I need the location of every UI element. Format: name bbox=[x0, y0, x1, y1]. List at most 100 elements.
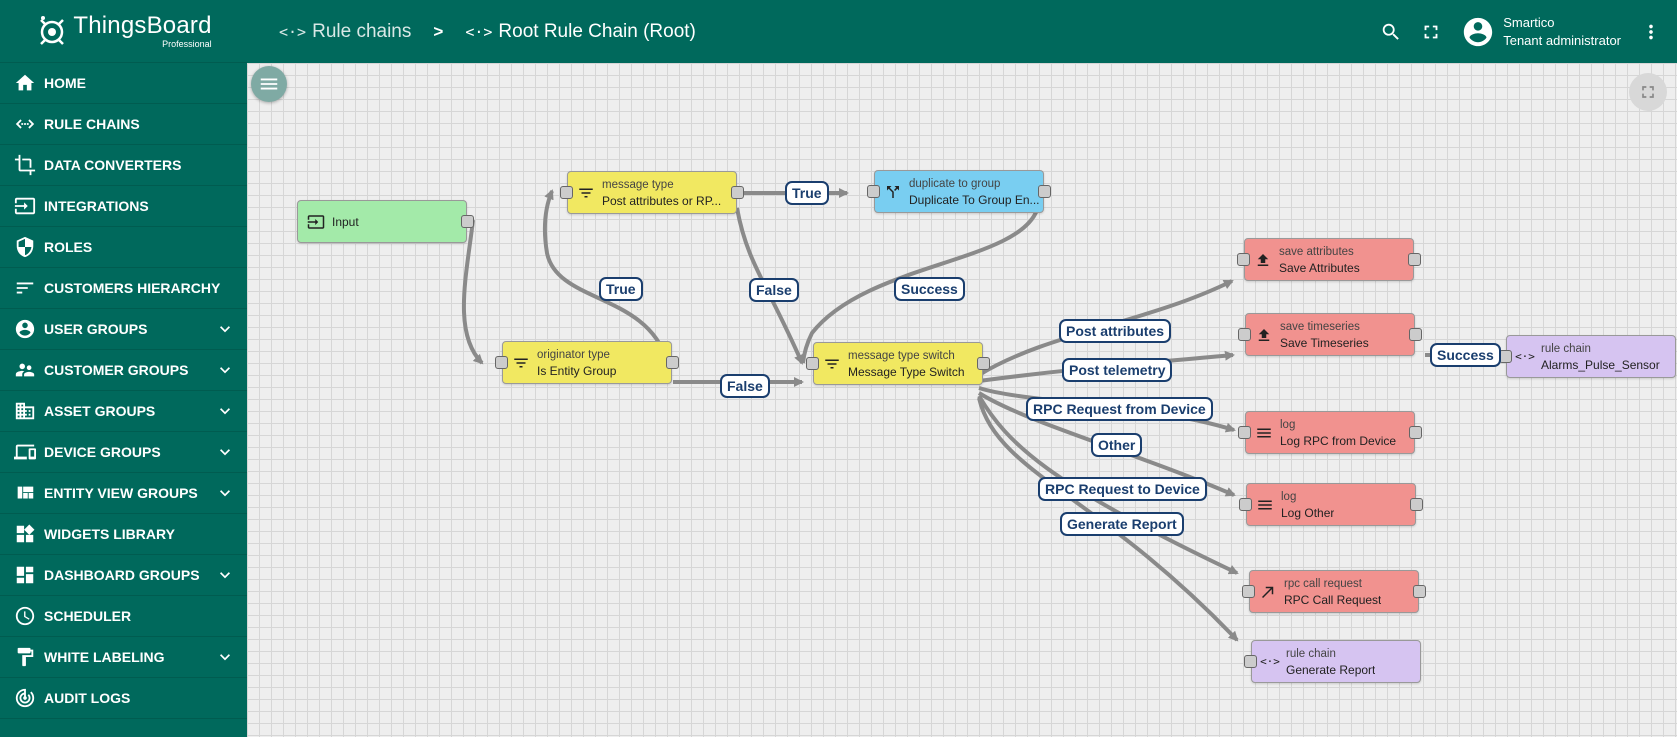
input-port[interactable] bbox=[495, 356, 508, 369]
input-port[interactable] bbox=[1239, 498, 1252, 511]
node-type: rule chain bbox=[1541, 342, 1591, 355]
widgets-icon bbox=[14, 523, 36, 545]
rule-node-input[interactable]: Input bbox=[297, 200, 474, 243]
rule-node-alarms-pulse-sensor[interactable]: <·> rule chain Alarms_Pulse_Sensor bbox=[1499, 335, 1676, 378]
node-type: log bbox=[1280, 418, 1296, 431]
sidebar-item-customers-hierarchy[interactable]: CUSTOMERS HIERARCHY bbox=[0, 268, 247, 309]
chevron-down-icon[interactable] bbox=[215, 319, 235, 339]
chevron-down-icon[interactable] bbox=[215, 360, 235, 380]
sidebar-item-label: USER GROUPS bbox=[44, 321, 148, 337]
sidebar-item-customer-groups[interactable]: CUSTOMER GROUPS bbox=[0, 350, 247, 391]
input-port[interactable] bbox=[1242, 585, 1255, 598]
breadcrumb-rule-chains[interactable]: <·> Rule chains bbox=[279, 21, 411, 43]
wire-originator-to-msgtype-true bbox=[542, 189, 669, 362]
rule-node-originator-type[interactable]: originator type Is Entity Group bbox=[495, 341, 679, 384]
rule-node-save-timeseries[interactable]: save timeseries Save Timeseries bbox=[1238, 313, 1422, 356]
sidebar-item-label: ASSET GROUPS bbox=[44, 403, 156, 419]
node-type: save attributes bbox=[1279, 245, 1354, 258]
sidebar-item-roles[interactable]: ROLES bbox=[0, 227, 247, 268]
sidebar-item-home[interactable]: HOME bbox=[0, 63, 247, 104]
edge-label-post-telemetry[interactable]: Post telemetry bbox=[1062, 358, 1173, 382]
sidebar-item-asset-groups[interactable]: ASSET GROUPS bbox=[0, 391, 247, 432]
sidebar-item-scheduler[interactable]: SCHEDULER bbox=[0, 596, 247, 637]
edge-label-false[interactable]: False bbox=[749, 278, 799, 302]
node-type: message type bbox=[602, 178, 674, 191]
sidebar-item-widgets-library[interactable]: WIDGETS LIBRARY bbox=[0, 514, 247, 555]
rule-node-rpc-call-request[interactable]: rpc call request RPC Call Request bbox=[1242, 570, 1426, 613]
edge-label-rpc-request-from-device[interactable]: RPC Request from Device bbox=[1026, 397, 1213, 421]
sidebar-item-data-converters[interactable]: DATA CONVERTERS bbox=[0, 145, 247, 186]
input-port[interactable] bbox=[867, 185, 880, 198]
user-menu[interactable]: Smartico Tenant administrator bbox=[1461, 14, 1621, 50]
node-name: Is Entity Group bbox=[537, 363, 617, 378]
edge-label-success[interactable]: Success bbox=[894, 277, 965, 301]
filter-icon bbox=[822, 355, 842, 373]
rule-node-log-other[interactable]: log Log Other bbox=[1239, 483, 1423, 526]
input-port[interactable] bbox=[1244, 655, 1257, 668]
edge-label-success[interactable]: Success bbox=[1430, 343, 1501, 367]
sidebar-item-white-labeling[interactable]: WHITE LABELING bbox=[0, 637, 247, 678]
output-port[interactable] bbox=[1038, 185, 1051, 198]
input-port[interactable] bbox=[1238, 328, 1251, 341]
output-port[interactable] bbox=[461, 215, 474, 228]
output-port[interactable] bbox=[731, 186, 744, 199]
rule-node-save-attributes[interactable]: save attributes Save Attributes bbox=[1237, 238, 1421, 281]
sidebar-item-device-groups[interactable]: DEVICE GROUPS bbox=[0, 432, 247, 473]
node-name: Generate Report bbox=[1286, 662, 1376, 677]
output-port[interactable] bbox=[1408, 253, 1421, 266]
sidebar-item-entity-view-groups[interactable]: ENTITY VIEW GROUPS bbox=[0, 473, 247, 514]
input-port[interactable] bbox=[1499, 350, 1512, 363]
logo[interactable]: ThingsBoard Professional bbox=[0, 0, 247, 63]
rule-node-duplicate-to-group[interactable]: duplicate to group Duplicate To Group En… bbox=[867, 170, 1051, 213]
sidebar-item-dashboard-groups[interactable]: DASHBOARD GROUPS bbox=[0, 555, 247, 596]
chevron-down-icon[interactable] bbox=[215, 442, 235, 462]
output-port[interactable] bbox=[977, 357, 990, 370]
filter-icon bbox=[511, 354, 531, 372]
edge-label-generate-report[interactable]: Generate Report bbox=[1060, 512, 1184, 536]
rule-chain-icon: <·> bbox=[1515, 350, 1535, 363]
edge-label-other[interactable]: Other bbox=[1091, 433, 1143, 457]
edge-label-true[interactable]: True bbox=[785, 181, 829, 205]
edge-label-false[interactable]: False bbox=[720, 374, 770, 398]
search-button[interactable] bbox=[1371, 12, 1411, 52]
rule-node-message-type-switch[interactable]: message type switch Message Type Switch bbox=[806, 342, 990, 385]
upload-icon bbox=[1253, 251, 1273, 269]
output-port[interactable] bbox=[1409, 328, 1422, 341]
output-port[interactable] bbox=[1410, 498, 1423, 511]
top-toolbar: <·> Rule chains > <·> Root Rule Chain (R… bbox=[247, 0, 1677, 63]
node-name: Save Attributes bbox=[1279, 260, 1360, 275]
chevron-down-icon[interactable] bbox=[215, 483, 235, 503]
wire-input-to-originator bbox=[461, 219, 484, 365]
input-port[interactable] bbox=[560, 186, 573, 199]
node-type: duplicate to group bbox=[909, 177, 1001, 190]
sidebar-item-user-groups[interactable]: USER GROUPS bbox=[0, 309, 247, 350]
chevron-down-icon[interactable] bbox=[215, 565, 235, 585]
crop-icon bbox=[14, 154, 36, 176]
rule-node-log-rpc[interactable]: log Log RPC from Device bbox=[1238, 411, 1422, 454]
input-icon bbox=[306, 213, 326, 231]
rule-node-menu-button[interactable] bbox=[251, 66, 287, 102]
input-port[interactable] bbox=[1237, 253, 1250, 266]
more-menu-button[interactable] bbox=[1631, 12, 1671, 52]
output-port[interactable] bbox=[1409, 426, 1422, 439]
sidebar-item-audit-logs[interactable]: AUDIT LOGS bbox=[0, 678, 247, 719]
canvas-fullscreen-button[interactable] bbox=[1629, 73, 1667, 111]
input-port[interactable] bbox=[1238, 426, 1251, 439]
edge-label-true[interactable]: True bbox=[599, 277, 643, 301]
thingsboard-logo-icon bbox=[40, 16, 65, 45]
connection-wires bbox=[461, 188, 1511, 642]
input-port[interactable] bbox=[806, 357, 819, 370]
rule-node-message-type-filter[interactable]: message type Post attributes or RP... bbox=[560, 171, 744, 214]
output-port[interactable] bbox=[1413, 585, 1426, 598]
chevron-down-icon[interactable] bbox=[215, 401, 235, 421]
sidebar-item-integrations[interactable]: INTEGRATIONS bbox=[0, 186, 247, 227]
output-port[interactable] bbox=[666, 356, 679, 369]
domain-icon bbox=[14, 400, 36, 422]
chevron-down-icon[interactable] bbox=[215, 647, 235, 667]
rule-chain-canvas[interactable]: Input message type Post attributes or RP… bbox=[247, 63, 1677, 737]
sidebar-item-rule-chains[interactable]: RULE CHAINS bbox=[0, 104, 247, 145]
fullscreen-button[interactable] bbox=[1411, 12, 1451, 52]
edge-label-post-attributes[interactable]: Post attributes bbox=[1059, 319, 1172, 343]
edge-label-rpc-request-to-device[interactable]: RPC Request to Device bbox=[1038, 477, 1207, 501]
rule-node-generate-report[interactable]: <·> rule chain Generate Report bbox=[1244, 640, 1421, 683]
